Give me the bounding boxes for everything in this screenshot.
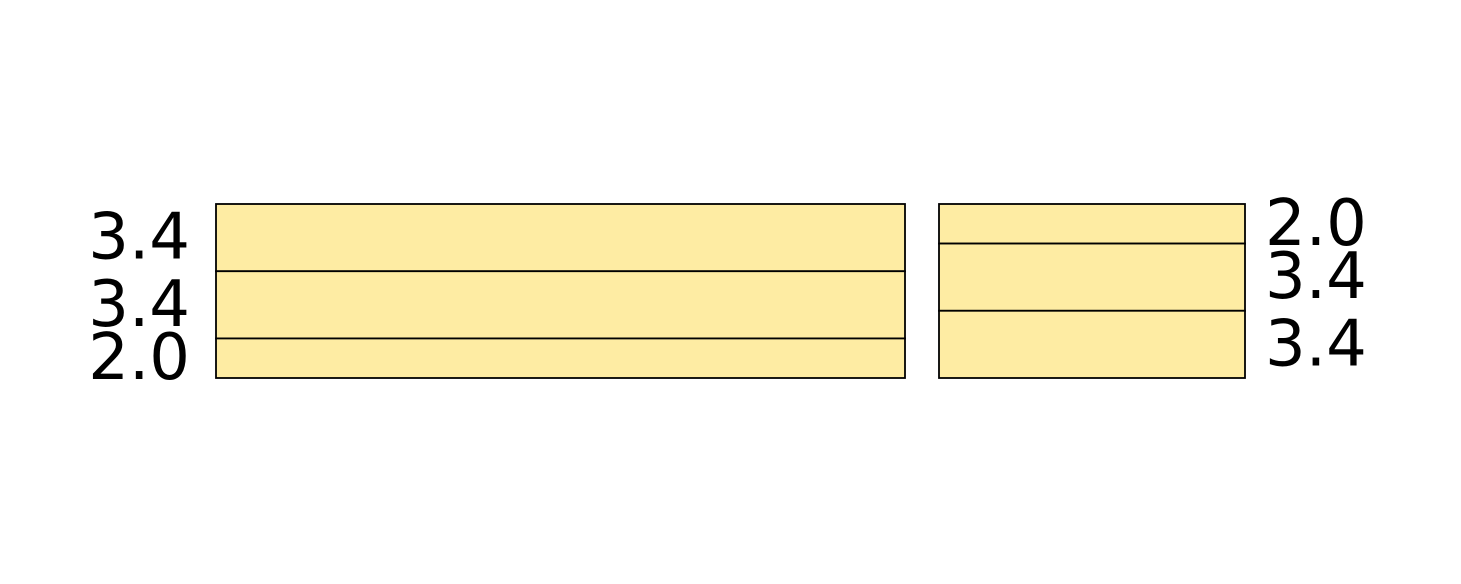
right-column-segment-1 <box>938 203 1246 245</box>
left-column: 3.43.42.0 <box>88 201 906 395</box>
right-column-segment-label-1: 2.0 <box>1265 187 1367 261</box>
right-column-segment-2 <box>938 242 1246 312</box>
left-column-segment-1 <box>215 203 906 273</box>
left-column-segment-3 <box>215 337 906 379</box>
left-column-segment-label-2: 3.4 <box>88 268 190 342</box>
right-column-segment-label-3: 3.4 <box>1265 307 1367 381</box>
right-column-segment-label-2: 3.4 <box>1265 240 1367 314</box>
right-column-segment-3 <box>938 309 1246 379</box>
left-column-segment-2 <box>215 270 906 340</box>
right-column: 2.03.43.4 <box>938 187 1367 381</box>
left-column-segment-label-3: 2.0 <box>88 321 190 395</box>
left-column-segment-label-1: 3.4 <box>88 201 190 275</box>
